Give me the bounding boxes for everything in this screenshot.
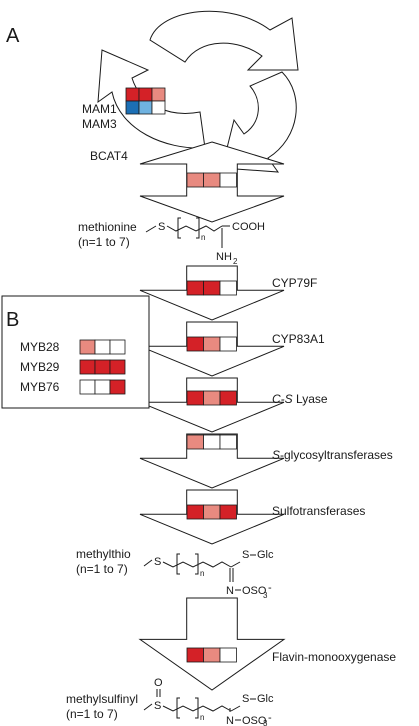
step-4-label: C-S Lyase — [272, 392, 328, 406]
step-3-cell-2 — [203, 336, 221, 352]
svg-text:3: 3 — [263, 719, 268, 726]
svg-text:S: S — [242, 549, 249, 561]
chain-elongation-cycle — [97, 10, 299, 173]
mam-row-2-cell-2 — [138, 100, 153, 115]
panel-b-label: B — [6, 309, 19, 331]
mam-row-2-cell-3 — [151, 100, 166, 115]
legend-myb76-cell-1 — [79, 379, 96, 395]
panel-a-label: A — [6, 25, 20, 47]
step-5-cell-1 — [186, 434, 204, 450]
step-2: CYP79F — [139, 265, 317, 321]
legend-label-myb28: MYB28 — [20, 340, 60, 354]
methylsulfinyl-structure: methylsulfinyl (n=1 to 7) O S n S Glc N … — [66, 677, 274, 726]
step-6-cell-2 — [203, 504, 221, 520]
step-1: BCAT4 — [90, 141, 285, 223]
step-4-cell-3 — [219, 390, 237, 406]
step-7-label: Flavin-monooxygenase — [272, 650, 396, 664]
methionine-structure: methionine (n=1 to 7) S n COOH NH 2 — [78, 217, 265, 266]
legend-myb29-cell-3 — [109, 359, 126, 375]
svg-text:n: n — [200, 713, 204, 722]
mam-row-1-cell-2 — [138, 87, 153, 102]
svg-text:NH: NH — [216, 251, 232, 263]
svg-text:S: S — [158, 221, 165, 233]
svg-text:COOH: COOH — [232, 221, 265, 233]
step-4-cell-1 — [186, 390, 204, 406]
step-2-cell-1 — [186, 280, 204, 296]
svg-text:-: - — [268, 712, 272, 724]
step-2-cell-2 — [203, 280, 221, 296]
svg-text:N: N — [226, 585, 234, 597]
step-7-cell-1 — [186, 647, 204, 663]
svg-text:n: n — [200, 569, 204, 578]
step-1-cell-3 — [219, 172, 237, 188]
step-1-label: BCAT4 — [90, 149, 128, 163]
step-arrow — [139, 433, 285, 489]
step-2-label: CYP79F — [272, 276, 317, 290]
svg-text:n: n — [201, 233, 205, 242]
step-5-cell-2 — [203, 434, 221, 450]
cycle-arrow-right — [221, 71, 297, 173]
step-7: Flavin-monooxygenase — [138, 597, 396, 691]
step-1-cell-2 — [203, 172, 221, 188]
legend-myb28-cell-2 — [94, 339, 111, 355]
step-3-label: CYP83A1 — [272, 332, 325, 346]
svg-text:OSO: OSO — [242, 715, 267, 726]
step-3-cell-1 — [186, 336, 204, 352]
legend-myb28-cell-3 — [109, 339, 126, 355]
mam-row-1-cell-3 — [151, 87, 166, 102]
step-5-cell-3 — [219, 434, 237, 450]
mam3-label: MAM3 — [82, 117, 117, 131]
methylthio-structure: methylthio (n=1 to 7) S n S Glc N OSO 3 … — [76, 547, 274, 600]
step-6: Sulfotransferases — [139, 489, 365, 545]
legend-myb76-cell-3 — [109, 379, 126, 395]
step-6-cell-3 — [219, 504, 237, 520]
legend-label-myb76: MYB76 — [20, 380, 60, 394]
legend-label-myb29: MYB29 — [20, 360, 60, 374]
step-6-label: Sulfotransferases — [272, 504, 365, 518]
step-arrow — [138, 597, 286, 691]
step-5-label: S-glycosyltransferases — [272, 448, 393, 462]
step-7-cell-2 — [203, 647, 221, 663]
methylsulfinyl-name: methylsulfinyl — [66, 692, 138, 706]
cycle-arrow-top — [149, 10, 299, 71]
step-4-cell-2 — [203, 390, 221, 406]
svg-text:S: S — [242, 693, 249, 705]
step-3-cell-3 — [219, 336, 237, 352]
svg-text:S: S — [154, 700, 161, 712]
step-7-cell-3 — [219, 647, 237, 663]
mam-row-2-cell-1 — [125, 100, 140, 115]
step-1-cell-1 — [186, 172, 204, 188]
methionine-range: (n=1 to 7) — [78, 235, 130, 249]
step-2-cell-3 — [219, 280, 237, 296]
step-5: S-glycosyltransferases — [139, 433, 393, 489]
methionine-name: methionine — [78, 220, 137, 234]
svg-text:Glc: Glc — [257, 693, 274, 705]
mam1-label: MAM1 — [82, 102, 117, 116]
methylthio-name: methylthio — [76, 547, 131, 561]
methylsulfinyl-range: (n=1 to 7) — [66, 707, 118, 721]
step-6-cell-1 — [186, 504, 204, 520]
legend-myb29-cell-1 — [79, 359, 96, 375]
svg-text:O: O — [154, 677, 163, 689]
svg-text:2: 2 — [233, 257, 238, 266]
legend-myb29-cell-2 — [94, 359, 111, 375]
legend-myb28-cell-1 — [79, 339, 96, 355]
svg-text:N: N — [226, 715, 234, 726]
svg-text:3: 3 — [263, 591, 268, 600]
mam-row-1-cell-1 — [125, 87, 140, 102]
step-4: C-S Lyase — [139, 377, 328, 433]
legend-myb76-cell-2 — [94, 379, 111, 395]
cycle-arrow-left — [97, 49, 206, 149]
methylthio-range: (n=1 to 7) — [76, 562, 128, 576]
svg-text:Glc: Glc — [257, 549, 274, 561]
svg-text:OSO: OSO — [242, 585, 267, 597]
svg-text:-: - — [268, 582, 272, 594]
step-3: CYP83A1 — [139, 321, 325, 377]
mam-heatmap — [125, 87, 166, 115]
svg-text:S: S — [154, 556, 161, 568]
